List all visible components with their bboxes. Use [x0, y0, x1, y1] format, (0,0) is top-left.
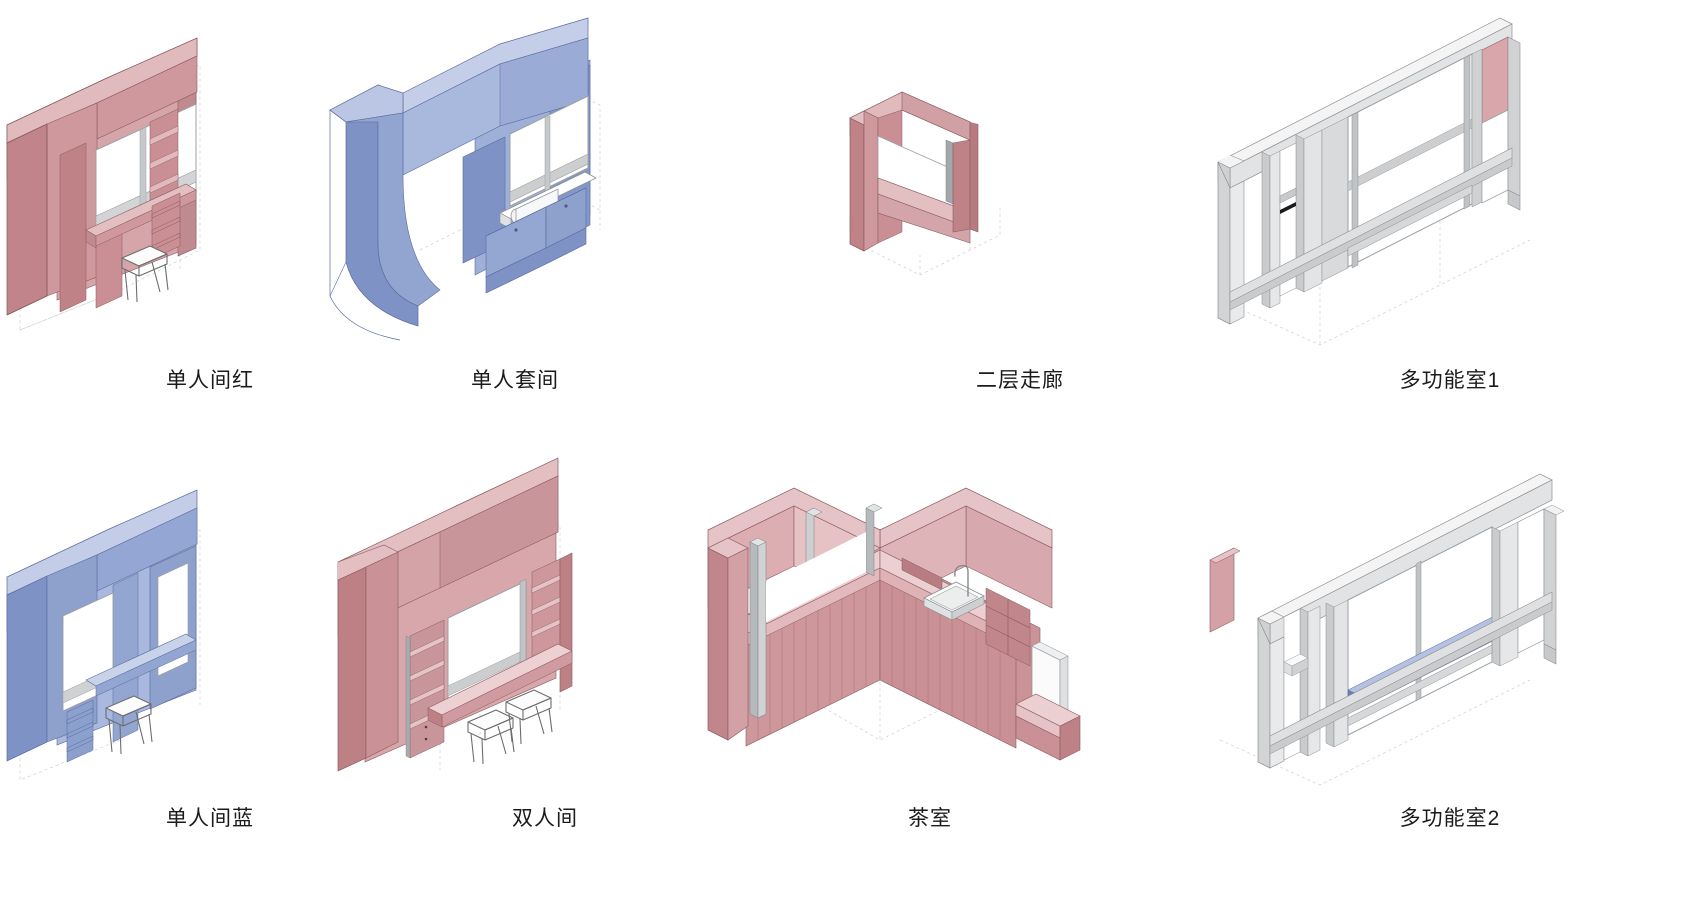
tea-rail-left — [749, 537, 767, 719]
caption-single-room-red: 单人间红 — [166, 369, 254, 392]
mf1-small-bay — [1279, 142, 1297, 297]
tea-bench — [1015, 693, 1081, 761]
stool — [121, 245, 169, 303]
module-multifunction-room-2: 多功能室2 — [1200, 440, 1700, 830]
mf1-lower-rail — [1347, 184, 1473, 257]
curved-partition — [329, 84, 441, 341]
mf1-sill-rail — [1229, 147, 1513, 311]
blue-stool — [105, 695, 153, 755]
mf1-rose-panel — [1481, 36, 1509, 124]
dr-shelving-right — [531, 558, 561, 668]
mf2-small-bay — [1283, 608, 1309, 761]
dr-stool-2 — [505, 689, 553, 745]
tea-right-ribs — [891, 574, 1001, 740]
tea-tap — [954, 564, 969, 597]
caption-tea-room: 茶室 — [908, 807, 952, 830]
mf2-mullion-c — [1491, 521, 1519, 667]
tea-sink — [923, 581, 985, 621]
mf2-right-foot — [1543, 643, 1557, 665]
mf1-right-foot — [1507, 189, 1521, 211]
dr-right-wall — [559, 552, 573, 693]
mf2-mullion-b — [1325, 599, 1349, 748]
blue-desk-slab — [85, 633, 197, 697]
module-double-room: 双人间 — [320, 440, 770, 830]
caption-single-suite: 单人套间 — [471, 369, 559, 392]
blue-right-wall — [149, 545, 197, 710]
mf2-sill-rail — [1269, 591, 1553, 755]
caption-multifunction-room-1: 多功能室1 — [1399, 369, 1501, 392]
drawer-stack — [151, 192, 181, 260]
shelving-column — [149, 108, 179, 214]
tea-rail-mid — [865, 503, 883, 577]
dr-post-left — [405, 635, 411, 759]
module-single-room-blue: 单人间蓝 — [0, 440, 420, 830]
caption-double-room: 双人间 — [512, 807, 578, 830]
module-single-suite: 单人套间 — [300, 0, 730, 392]
module-single-room-red: 单人间红 — [0, 0, 420, 392]
module-multifunction-room-1: 多功能室1 — [1200, 0, 1700, 392]
corridor-right-jamb — [952, 139, 971, 233]
suite-base — [485, 227, 587, 294]
ghost-construction-lines-5 — [19, 529, 201, 781]
mf2-rose-panel — [1209, 547, 1241, 633]
tea-door-leaf-left — [707, 537, 749, 741]
tea-opening-left — [766, 532, 866, 622]
module-tea-room: 茶室 — [680, 430, 1180, 830]
dr-long-desk — [427, 643, 573, 728]
caption-multifunction-room-2: 多功能室2 — [1399, 807, 1501, 830]
ghost-construction-lines-8 — [1219, 679, 1531, 786]
corridor-left-jamb — [849, 110, 879, 252]
caption-second-floor-corridor: 二层走廊 — [976, 369, 1064, 392]
dr-stool-1 — [467, 709, 515, 765]
suite-header-beam — [402, 17, 589, 176]
corridor-right-block — [969, 122, 979, 233]
corridor-slot — [945, 139, 954, 205]
suite-window — [509, 95, 589, 207]
mf2-lower-rail — [1347, 644, 1493, 727]
tea-left-ribs — [757, 574, 867, 740]
caption-single-room-blue: 单人间蓝 — [166, 807, 254, 830]
tea-shelf-grid — [985, 587, 1031, 667]
module-second-floor-corridor: 二层走廊 — [820, 0, 1220, 392]
mf2-right-bay — [1517, 508, 1545, 654]
blue-drawer-stack — [66, 699, 94, 763]
mf2-right-post — [1543, 504, 1565, 651]
dr-shelving-left — [409, 619, 445, 759]
dr-left-volume — [337, 544, 399, 772]
